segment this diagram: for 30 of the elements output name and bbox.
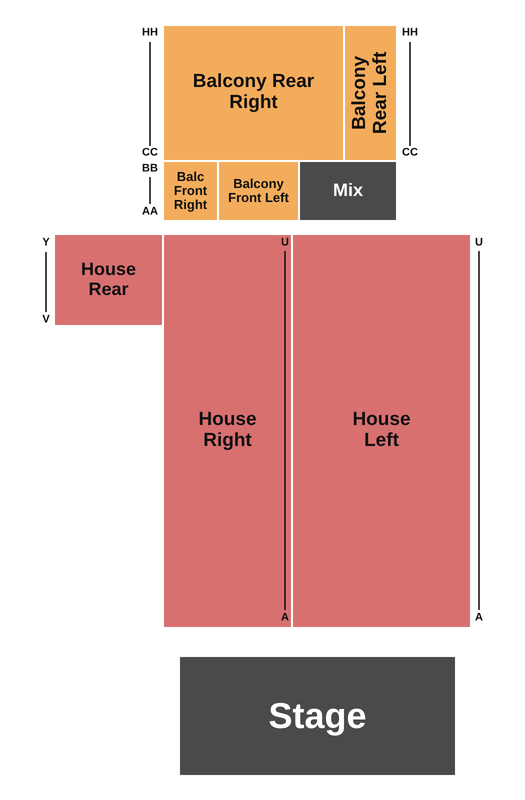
section-label: Balc Front Right [172,170,208,212]
row-letter: Y [42,238,50,248]
section-label: House Rear [80,260,137,300]
row-letter: A [475,612,483,624]
row-letter: V [42,314,50,326]
row-letter: U [281,238,289,248]
house-section [164,235,291,627]
row-letter: CC [402,148,418,158]
balcony-section [164,26,343,160]
section-label: House Right [197,410,258,452]
section-label: House Left [351,410,412,452]
row-letter: HH [142,28,158,38]
row-letter: AA [142,206,158,218]
row-letter: HH [402,28,418,38]
section-label: Balcony Rear Right [192,72,316,114]
stage [180,657,455,775]
row-letter: CC [142,148,158,158]
house-section [55,235,162,325]
section-label: Balcony Rear Left [350,50,392,136]
mix-area [300,162,396,220]
balcony-section [164,162,217,220]
house-section [293,235,470,627]
row-letter: BB [142,164,158,174]
section-label: Balcony Front Left [227,176,290,206]
balcony-section [345,26,396,160]
section-label: Stage [267,696,368,736]
row-letter: U [475,238,483,248]
row-letter: A [281,612,289,624]
balcony-section [219,162,298,220]
section-label: Mix [332,181,364,201]
